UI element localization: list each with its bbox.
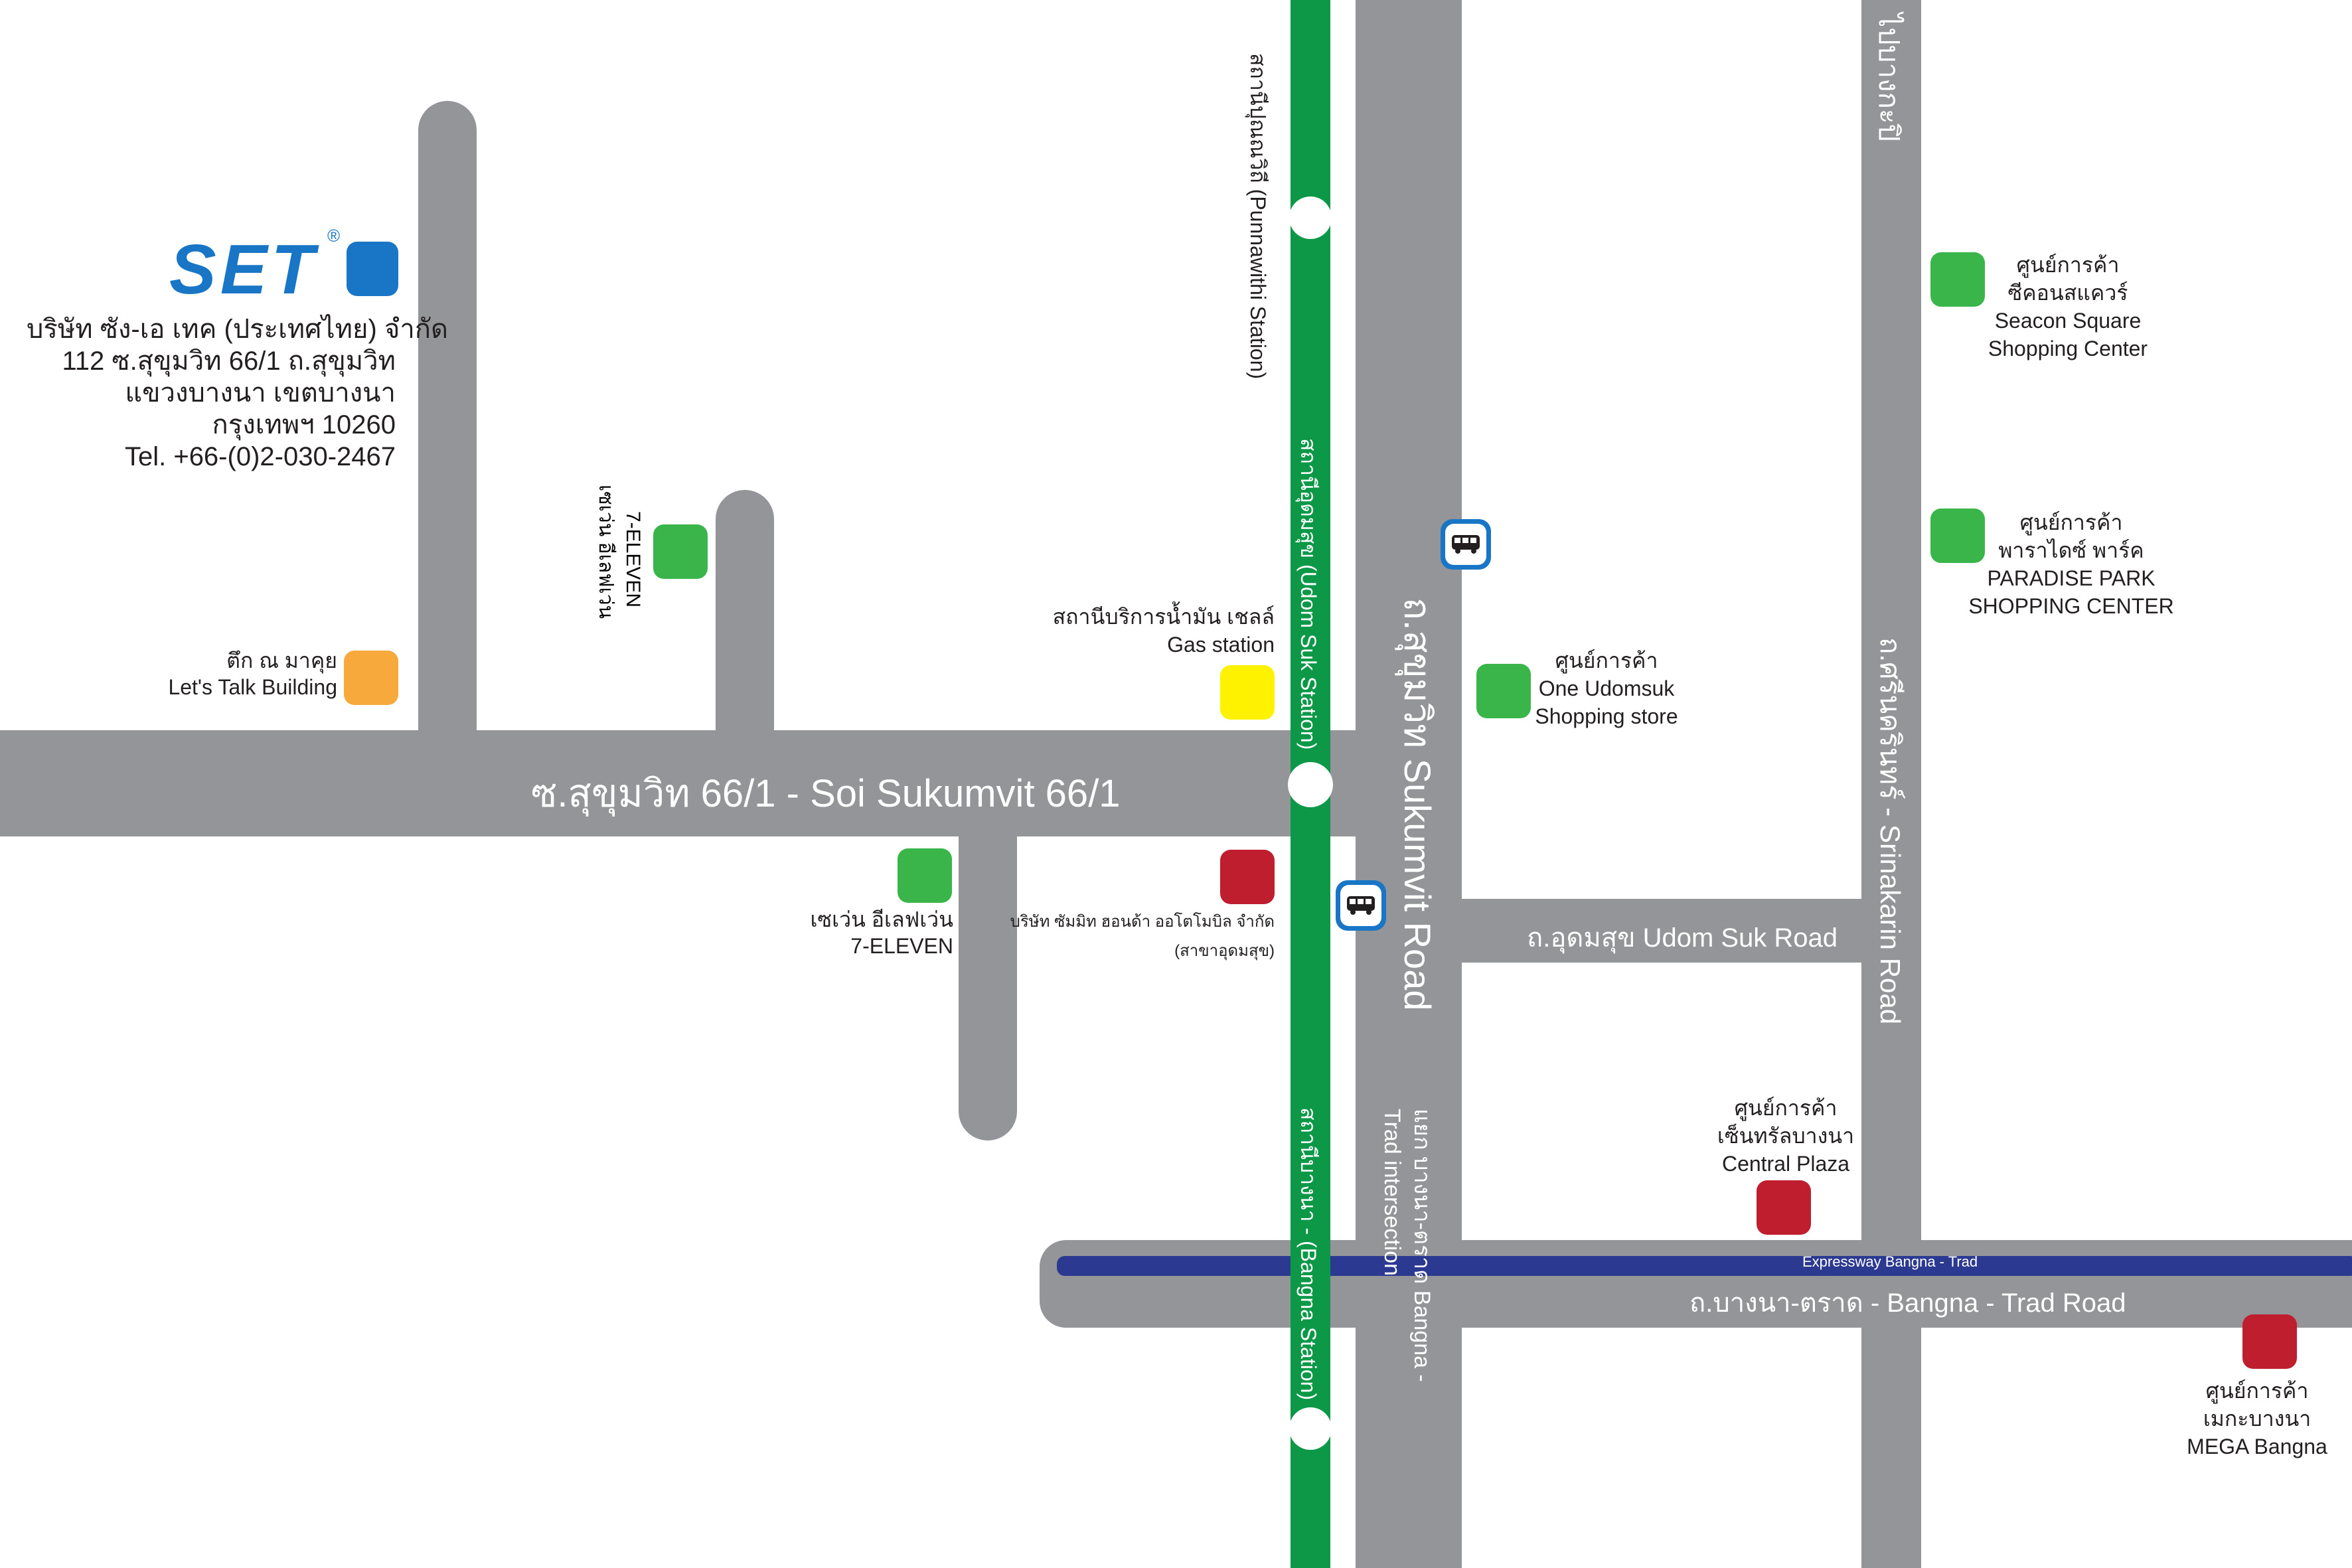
lets-talk-en: Let's Talk Building (168, 675, 337, 699)
srinakarin-road-label: ถ.ศรีนครินทร์ - Srinakarin Road (1875, 637, 1906, 1025)
place-marker-icon (1757, 1180, 1811, 1235)
road-soi-sukumvit (0, 730, 1361, 836)
gas-station-th: สถานีบริการน้ำมัน เชลล์ (1052, 605, 1275, 629)
company-tel: Tel. +66-(0)2-030-2467 (124, 442, 396, 471)
honda-branch: (สาขาอุดมสุข) (1174, 942, 1275, 960)
place-marker-icon (898, 848, 952, 903)
paradise-th2: พาราไดซ์ พาร์ค (1998, 538, 2144, 562)
bus-stop-icon (1441, 519, 1491, 570)
soi-sukumvit-label: ซ.สุขุมวิท 66/1 - Soi Sukumvit 66/1 (531, 772, 1121, 815)
logo-text: SET (169, 230, 319, 309)
seven-eleven-south-th: เซเว่น อีเลฟเว่น (810, 907, 953, 931)
station-icon (1289, 196, 1332, 239)
intersection-label: แยก บางนา-ตราด Bangna - Trad intersectio… (1379, 1109, 1435, 1382)
central-th: ศูนย์การค้า (1734, 1096, 1838, 1120)
one-udomsuk-en2: Shopping store (1535, 704, 1678, 728)
road-soi-mid-north (716, 490, 774, 742)
central-en: Central Plaza (1721, 1152, 1850, 1176)
road-udom-suk (1454, 899, 1879, 963)
company-name: บริษัท ซัง-เอ เทค (ประเทศไทย) จำกัด (27, 315, 448, 344)
place-marker-icon (1930, 509, 1985, 563)
road-bangna-trad (1040, 1240, 2352, 1328)
company-logo: SET ® (169, 226, 340, 309)
gas-station-en: Gas station (1167, 633, 1275, 657)
station-icon (1288, 762, 1333, 807)
seacon-th: ศูนย์การค้า (2016, 253, 2120, 277)
station-bangna-label: สถานีบางนา - (Bangna Station) (1296, 1107, 1320, 1401)
bus-stop-icon (1336, 880, 1386, 931)
company-address-2: แขวงบางนา เขตบางนา (125, 378, 396, 408)
place-marker-icon (2242, 1314, 2297, 1369)
logo-registered-mark: ® (327, 226, 341, 246)
seacon-th2: ซีคอนสแควร์ (2007, 281, 2128, 305)
udom-suk-road-label: ถ.อุดมสุข Udom Suk Road (1527, 923, 1838, 953)
one-udomsuk-th: ศูนย์การค้า (1555, 649, 1658, 672)
place-marker-icon (1930, 252, 1985, 307)
place-marker-icon (1220, 850, 1275, 904)
to-bangkapi-label: ไปบางกะปิ (1873, 13, 1905, 142)
mega-th: ศูนย์การค้า (2205, 1379, 2309, 1403)
seven-eleven-north-th: เซเว่น อีเลฟเว่น (595, 485, 617, 619)
place-marker-icon (1220, 665, 1275, 720)
road-soi-mid-south (959, 823, 1017, 1140)
paradise-th: ศูนย์การค้า (2019, 510, 2123, 534)
mega-en: MEGA Bangna (2187, 1435, 2327, 1458)
mega-th2: เมกะบางนา (2203, 1407, 2312, 1431)
lets-talk-th: ตึก ณ มาคุย (226, 649, 337, 672)
station-icon (1289, 1407, 1332, 1450)
road-soi-west-north (418, 101, 477, 742)
place-marker-icon (1476, 664, 1531, 718)
company-address-3: กรุงเทพฯ 10260 (212, 410, 396, 439)
place-marker-icon (653, 524, 708, 579)
seacon-en: Seacon Square (1994, 309, 2142, 333)
seacon-en2: Shopping Center (1988, 337, 2148, 360)
company-address-1: 112 ซ.สุขุมวิท 66/1 ถ.สุขุมวิท (62, 347, 396, 376)
place-marker-icon (344, 651, 398, 705)
station-udom-suk-label: สถานีอุดมสุข (Udom Suk Station) (1296, 438, 1320, 750)
seven-eleven-north-en: 7-ELEVEN (622, 511, 644, 608)
paradise-en2: SHOPPING CENTER (1968, 594, 2174, 618)
sukhumvit-road-label: ถ.สุขุมวิท Sukumvit Road (1397, 597, 1439, 1011)
seven-eleven-south-en: 7-ELEVEN (850, 934, 953, 958)
honda-th: บริษัท ซัมมิท ฮอนด้า ออโตโมบิล จำกัด (1010, 913, 1275, 931)
bangna-trad-road-label: ถ.บางนา-ตราด - Bangna - Trad Road (1689, 1289, 2126, 1318)
expressway-label: Expressway Bangna - Trad (1802, 1253, 1978, 1270)
bus-icon (1347, 896, 1375, 915)
paradise-en: PARADISE PARK (1987, 566, 2156, 590)
station-punnawithi-label: สถานีปุณณวิถี (Punnawithi Station) (1246, 53, 1270, 380)
bus-icon (1452, 535, 1480, 554)
central-th2: เซ็นทรัลบางนา (1717, 1124, 1855, 1148)
logo-square-icon (347, 242, 398, 296)
one-udomsuk-en: One Udomsuk (1538, 676, 1675, 700)
expressway-line (1057, 1256, 2352, 1276)
